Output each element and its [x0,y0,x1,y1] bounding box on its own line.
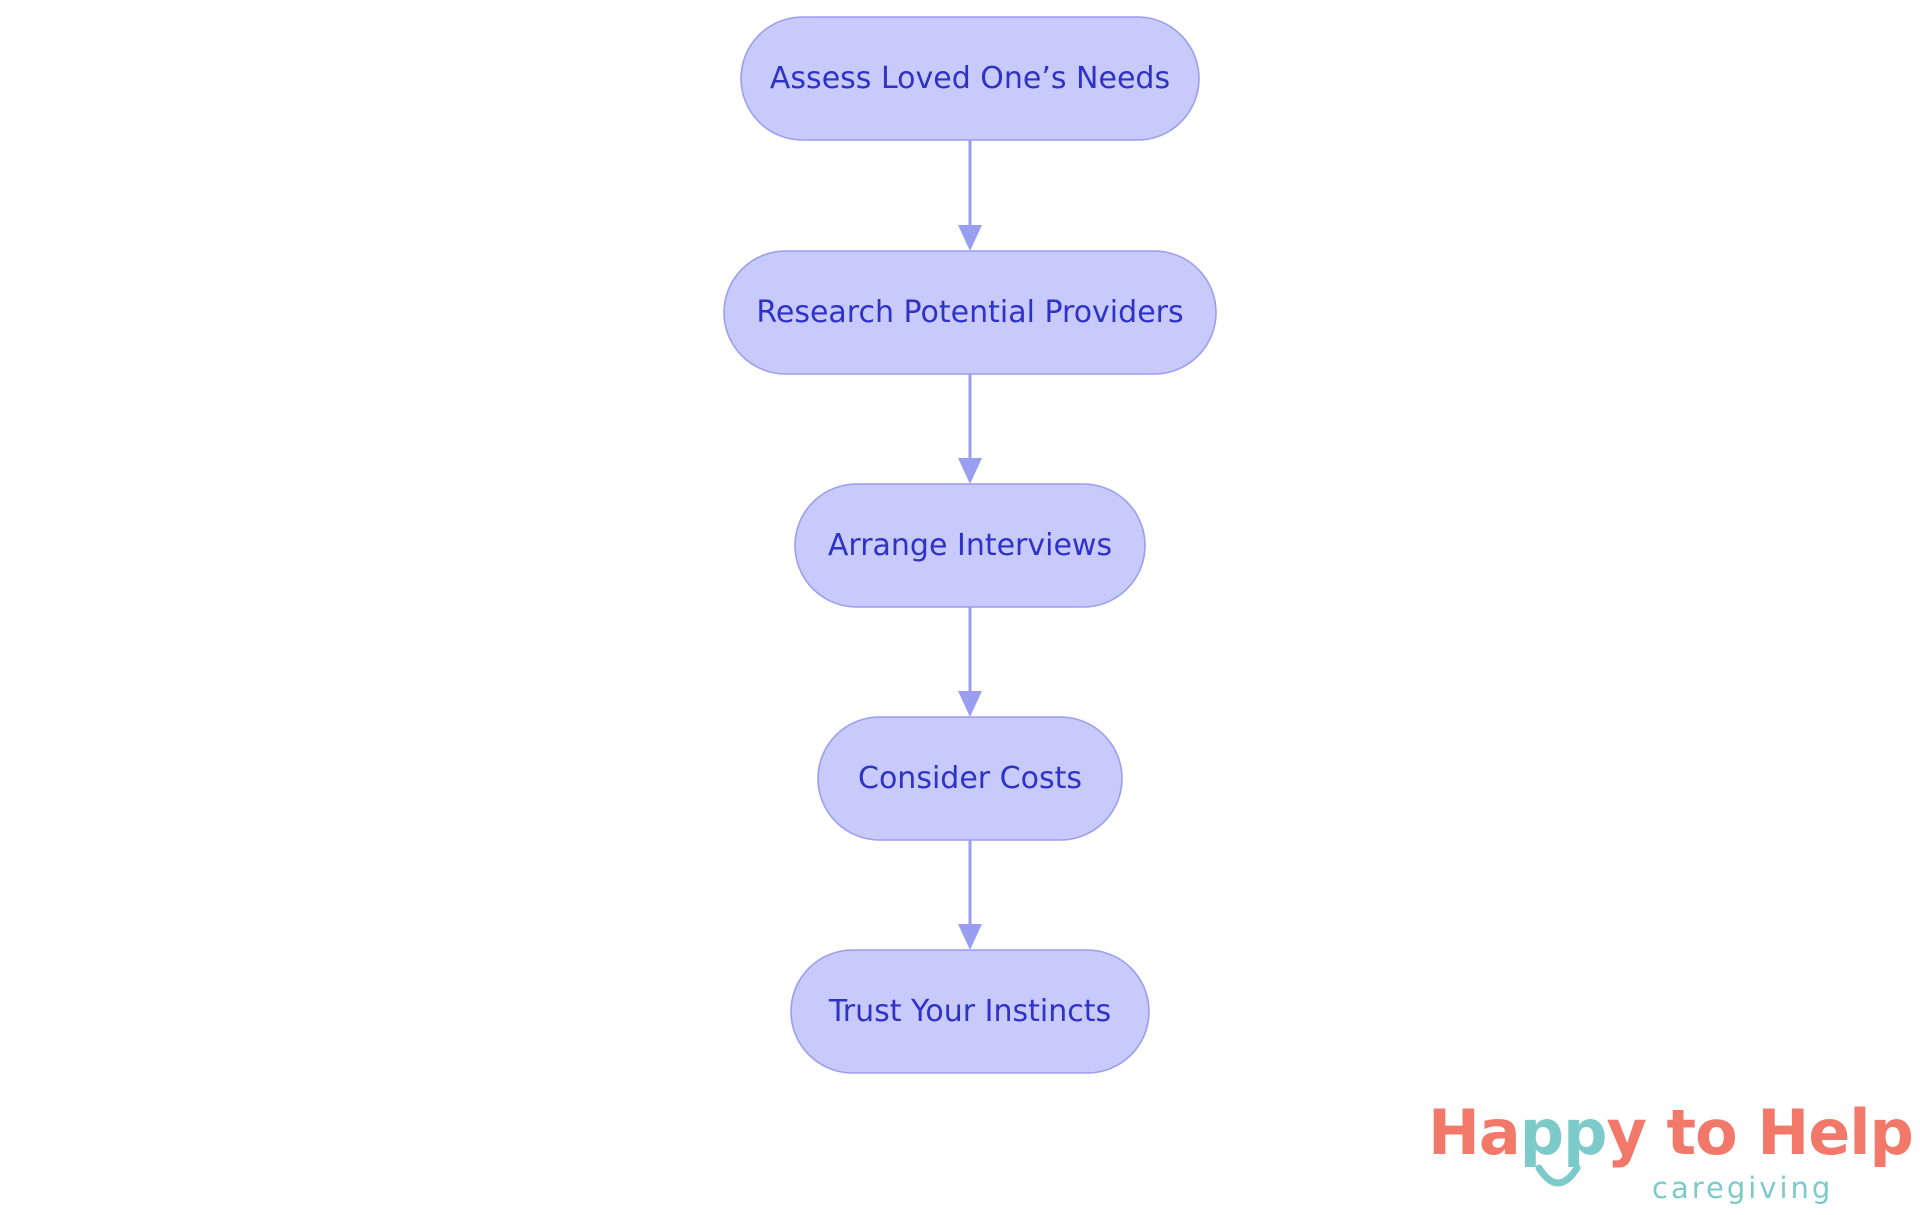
logo-title-part2: y to Help [1606,1096,1914,1169]
node-box [790,949,1150,1074]
node-n1: Assess Loved One’s Needs [740,16,1200,141]
arrowhead-n3-n4 [958,691,982,717]
node-label: Arrange Interviews [828,528,1112,563]
logo-subtitle: caregiving [1652,1171,1834,1205]
logo-title: Happy to Help [1428,1102,1914,1164]
node-n4: Consider Costs [817,716,1123,841]
node-box [794,483,1146,608]
node-n2: Research Potential Providers [723,250,1217,375]
logo-title-teal: pp [1519,1096,1608,1169]
edges [958,140,982,950]
node-box [740,16,1200,141]
node-n3: Arrange Interviews [794,483,1146,608]
arrowhead-n2-n3 [958,458,982,484]
node-box [723,250,1217,375]
node-label: Consider Costs [858,761,1082,796]
node-label: Research Potential Providers [756,295,1183,330]
brand-logo: Happy to Help caregiving [1428,1102,1914,1212]
node-label: Trust Your Instincts [828,994,1111,1029]
logo-title-part1: Ha [1428,1096,1521,1169]
arrowhead-n1-n2 [958,225,982,251]
smile-icon [1535,1164,1581,1187]
arrowhead-n4-n5 [958,924,982,950]
node-box [817,716,1123,841]
node-n5: Trust Your Instincts [790,949,1150,1074]
node-label: Assess Loved One’s Needs [770,61,1170,96]
